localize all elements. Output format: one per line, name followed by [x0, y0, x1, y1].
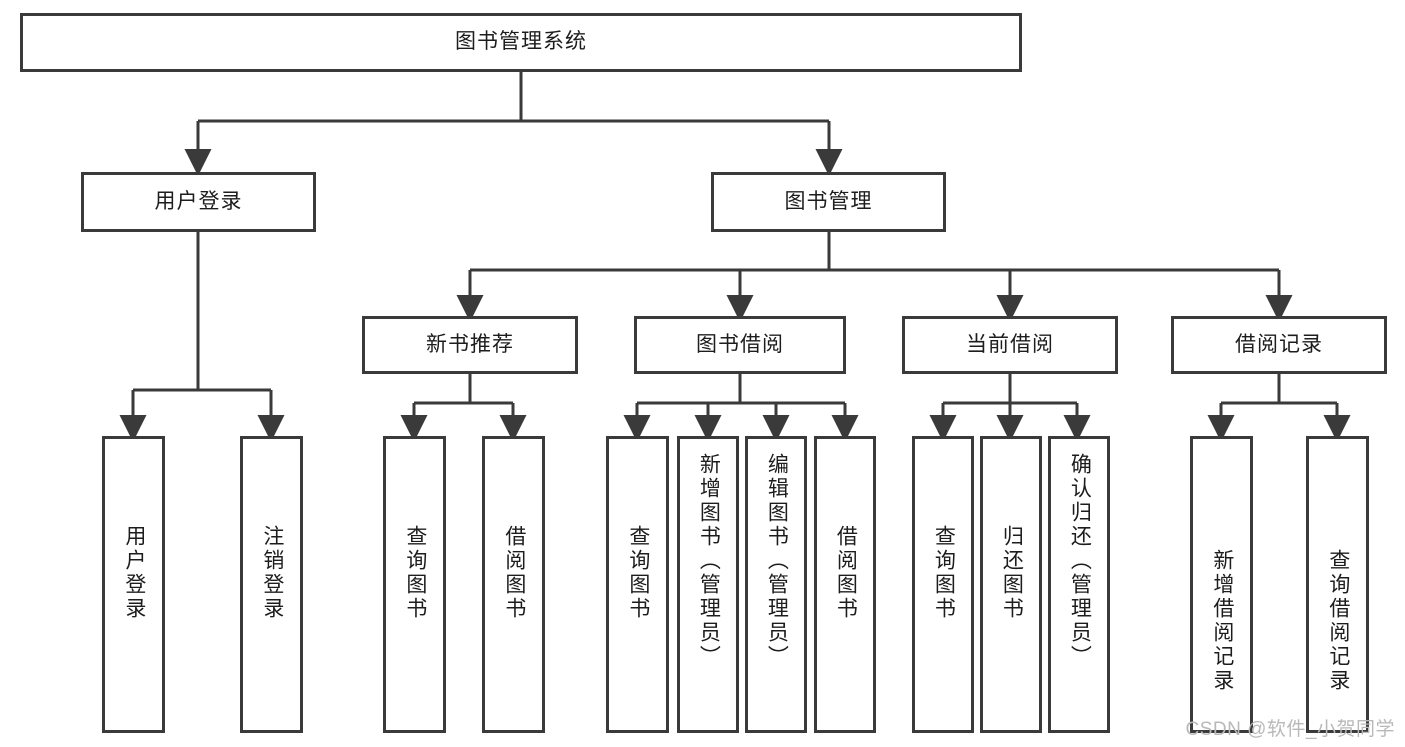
leaf-query-borrow-record[interactable]: 查询借阅记录: [1306, 436, 1369, 733]
node-book-management[interactable]: 图书管理: [711, 172, 946, 232]
node-root-system[interactable]: 图书管理系统: [20, 13, 1022, 72]
node-label: 确认归还（管理员）: [1068, 453, 1092, 669]
node-new-book-recommend[interactable]: 新书推荐: [362, 316, 578, 374]
node-label: 图书借阅: [696, 332, 784, 356]
node-label: 查询图书: [626, 525, 650, 621]
node-label: 查询借阅记录: [1326, 549, 1350, 693]
node-borrow-record[interactable]: 借阅记录: [1171, 316, 1387, 374]
node-label: 注销登录: [260, 525, 284, 621]
leaf-confirm-return-admin[interactable]: 确认归还（管理员）: [1048, 436, 1110, 733]
node-label: 借阅图书: [834, 525, 858, 621]
leaf-query-book-borrow[interactable]: 查询图书: [606, 436, 669, 733]
node-label: 用户登录: [122, 525, 146, 621]
node-label: 图书管理系统: [455, 30, 587, 54]
node-label: 查询图书: [403, 525, 427, 621]
node-user-login[interactable]: 用户登录: [81, 172, 316, 232]
node-label: 借阅记录: [1235, 332, 1323, 356]
leaf-borrow-book-new[interactable]: 借阅图书: [482, 436, 545, 733]
leaf-user-login[interactable]: 用户登录: [102, 436, 165, 733]
watermark-text: CSDN @软件_小贺同学: [1185, 719, 1395, 740]
leaf-query-book-new[interactable]: 查询图书: [383, 436, 446, 733]
node-label: 图书管理: [784, 189, 873, 213]
node-label: 用户登录: [154, 189, 243, 213]
node-label: 当前借阅: [966, 332, 1054, 356]
node-current-borrow[interactable]: 当前借阅: [902, 316, 1118, 374]
node-label: 编辑图书（管理员）: [765, 453, 789, 669]
leaf-edit-book-admin[interactable]: 编辑图书（管理员）: [745, 436, 807, 733]
node-label: 归还图书: [1000, 525, 1024, 621]
leaf-return-book[interactable]: 归还图书: [980, 436, 1042, 733]
node-label: 借阅图书: [502, 525, 526, 621]
leaf-borrow-book[interactable]: 借阅图书: [814, 436, 876, 733]
leaf-query-book-current[interactable]: 查询图书: [912, 436, 974, 733]
node-book-borrow[interactable]: 图书借阅: [634, 316, 846, 374]
leaf-add-book-admin[interactable]: 新增图书（管理员）: [677, 436, 739, 733]
leaf-add-borrow-record[interactable]: 新增借阅记录: [1190, 436, 1253, 733]
node-label: 新增借阅记录: [1210, 549, 1234, 693]
leaf-logout[interactable]: 注销登录: [240, 436, 303, 733]
node-label: 新书推荐: [426, 332, 514, 356]
node-label: 新增图书（管理员）: [697, 453, 721, 669]
node-label: 查询图书: [932, 525, 956, 621]
